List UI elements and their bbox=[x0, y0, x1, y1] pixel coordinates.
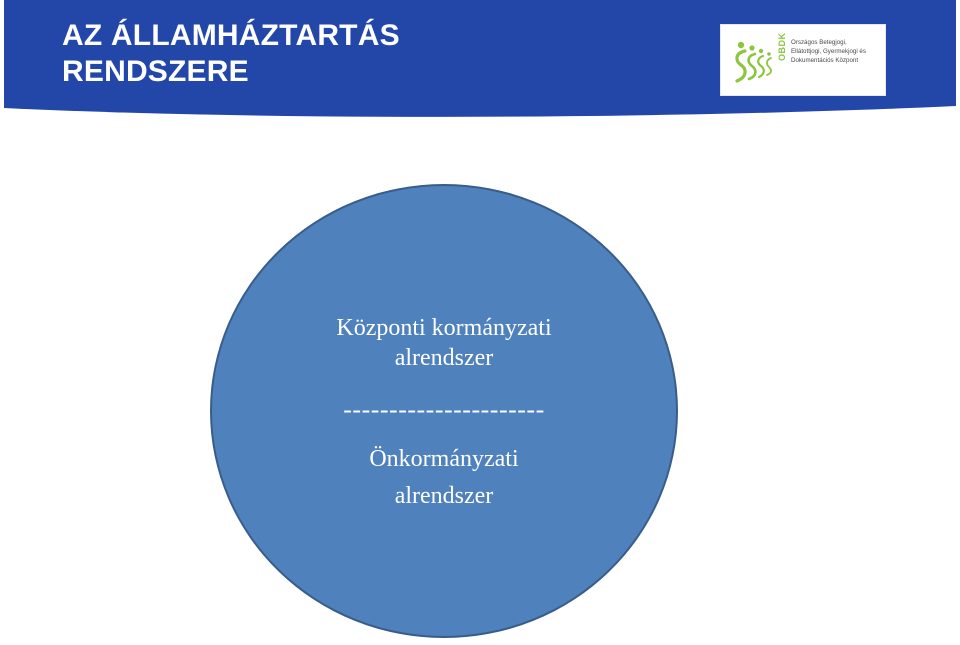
central-subsystem-label-line-2: alrendszer bbox=[394, 345, 494, 371]
local-subsystem-label-line-1: Önkormányzati bbox=[369, 446, 519, 472]
slide-title: AZ ÁLLAMHÁZTARTÁS RENDSZERE bbox=[62, 18, 400, 90]
local-subsystem-label-line-2: alrendszer bbox=[394, 483, 494, 509]
logo-acronym: OBDK bbox=[777, 32, 787, 62]
logo-text-line-2: Ellátottjogi, Gyermekjogi és bbox=[791, 48, 866, 55]
header-band-shape bbox=[4, 0, 956, 117]
subsystem-circle bbox=[210, 184, 678, 638]
dashed-separator: ---------------------- bbox=[343, 395, 545, 424]
people-figures-icon bbox=[735, 41, 772, 83]
logo-text-line-3: Dokumentációs Központ bbox=[791, 57, 859, 64]
central-subsystem-label-line-1: Központi kormányzati bbox=[336, 315, 552, 341]
logo-text-line-1: Országos Betegjogi, bbox=[791, 39, 847, 46]
header-band bbox=[0, 0, 960, 135]
obdk-logo: OBDK Országos Betegjogi, Ellátottjogi, G… bbox=[720, 24, 886, 96]
logo-organization-name: Országos Betegjogi, Ellátottjogi, Gyerme… bbox=[791, 38, 883, 65]
slide-title-line-1: AZ ÁLLAMHÁZTARTÁS bbox=[62, 19, 400, 52]
slide-title-line-2: RENDSZERE bbox=[62, 55, 249, 88]
